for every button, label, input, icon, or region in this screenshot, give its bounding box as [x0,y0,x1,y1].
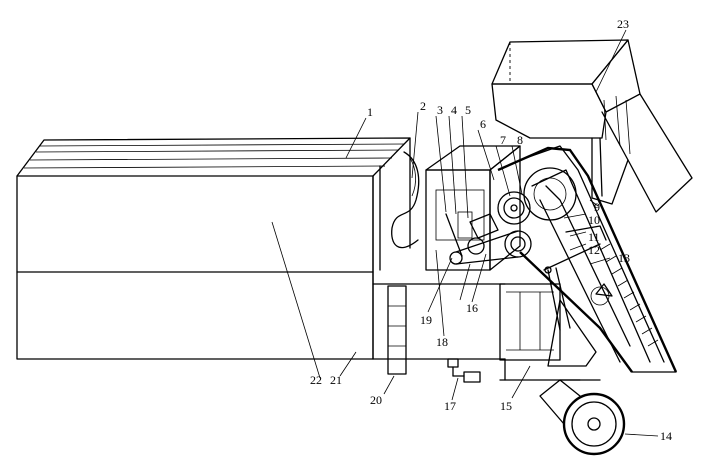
label-22: 22 [310,373,322,387]
label-3: 3 [437,103,443,117]
label-18: 18 [436,335,448,349]
storage-box [16,137,506,375]
label-7: 7 [500,133,506,147]
leader-lines [271,29,659,437]
label-20: 20 [370,393,382,407]
label-17: 17 [444,399,456,413]
label-11: 11 [588,230,600,244]
drive-housing [425,145,532,271]
part-labels: 1 2 3 4 5 6 7 8 9 10 11 12 13 14 15 16 1… [310,17,672,443]
label-2: 2 [420,99,426,113]
label-16: 16 [466,301,478,315]
label-12: 12 [588,243,600,257]
label-23: 23 [617,17,629,31]
label-5: 5 [465,103,471,117]
label-6: 6 [480,117,486,131]
label-8: 8 [517,133,523,147]
label-14: 14 [660,429,672,443]
label-19: 19 [420,313,432,327]
label-15: 15 [500,399,512,413]
label-10: 10 [588,213,600,227]
label-13: 13 [618,251,630,265]
wheel [539,379,626,456]
label-9: 9 [594,200,600,214]
conveyor-frame [497,145,678,373]
drain-valve [447,358,481,383]
lower-tank [499,283,597,381]
top-hopper [491,39,693,213]
label-4: 4 [451,103,457,117]
label-1: 1 [367,105,373,119]
label-21: 21 [330,373,342,387]
